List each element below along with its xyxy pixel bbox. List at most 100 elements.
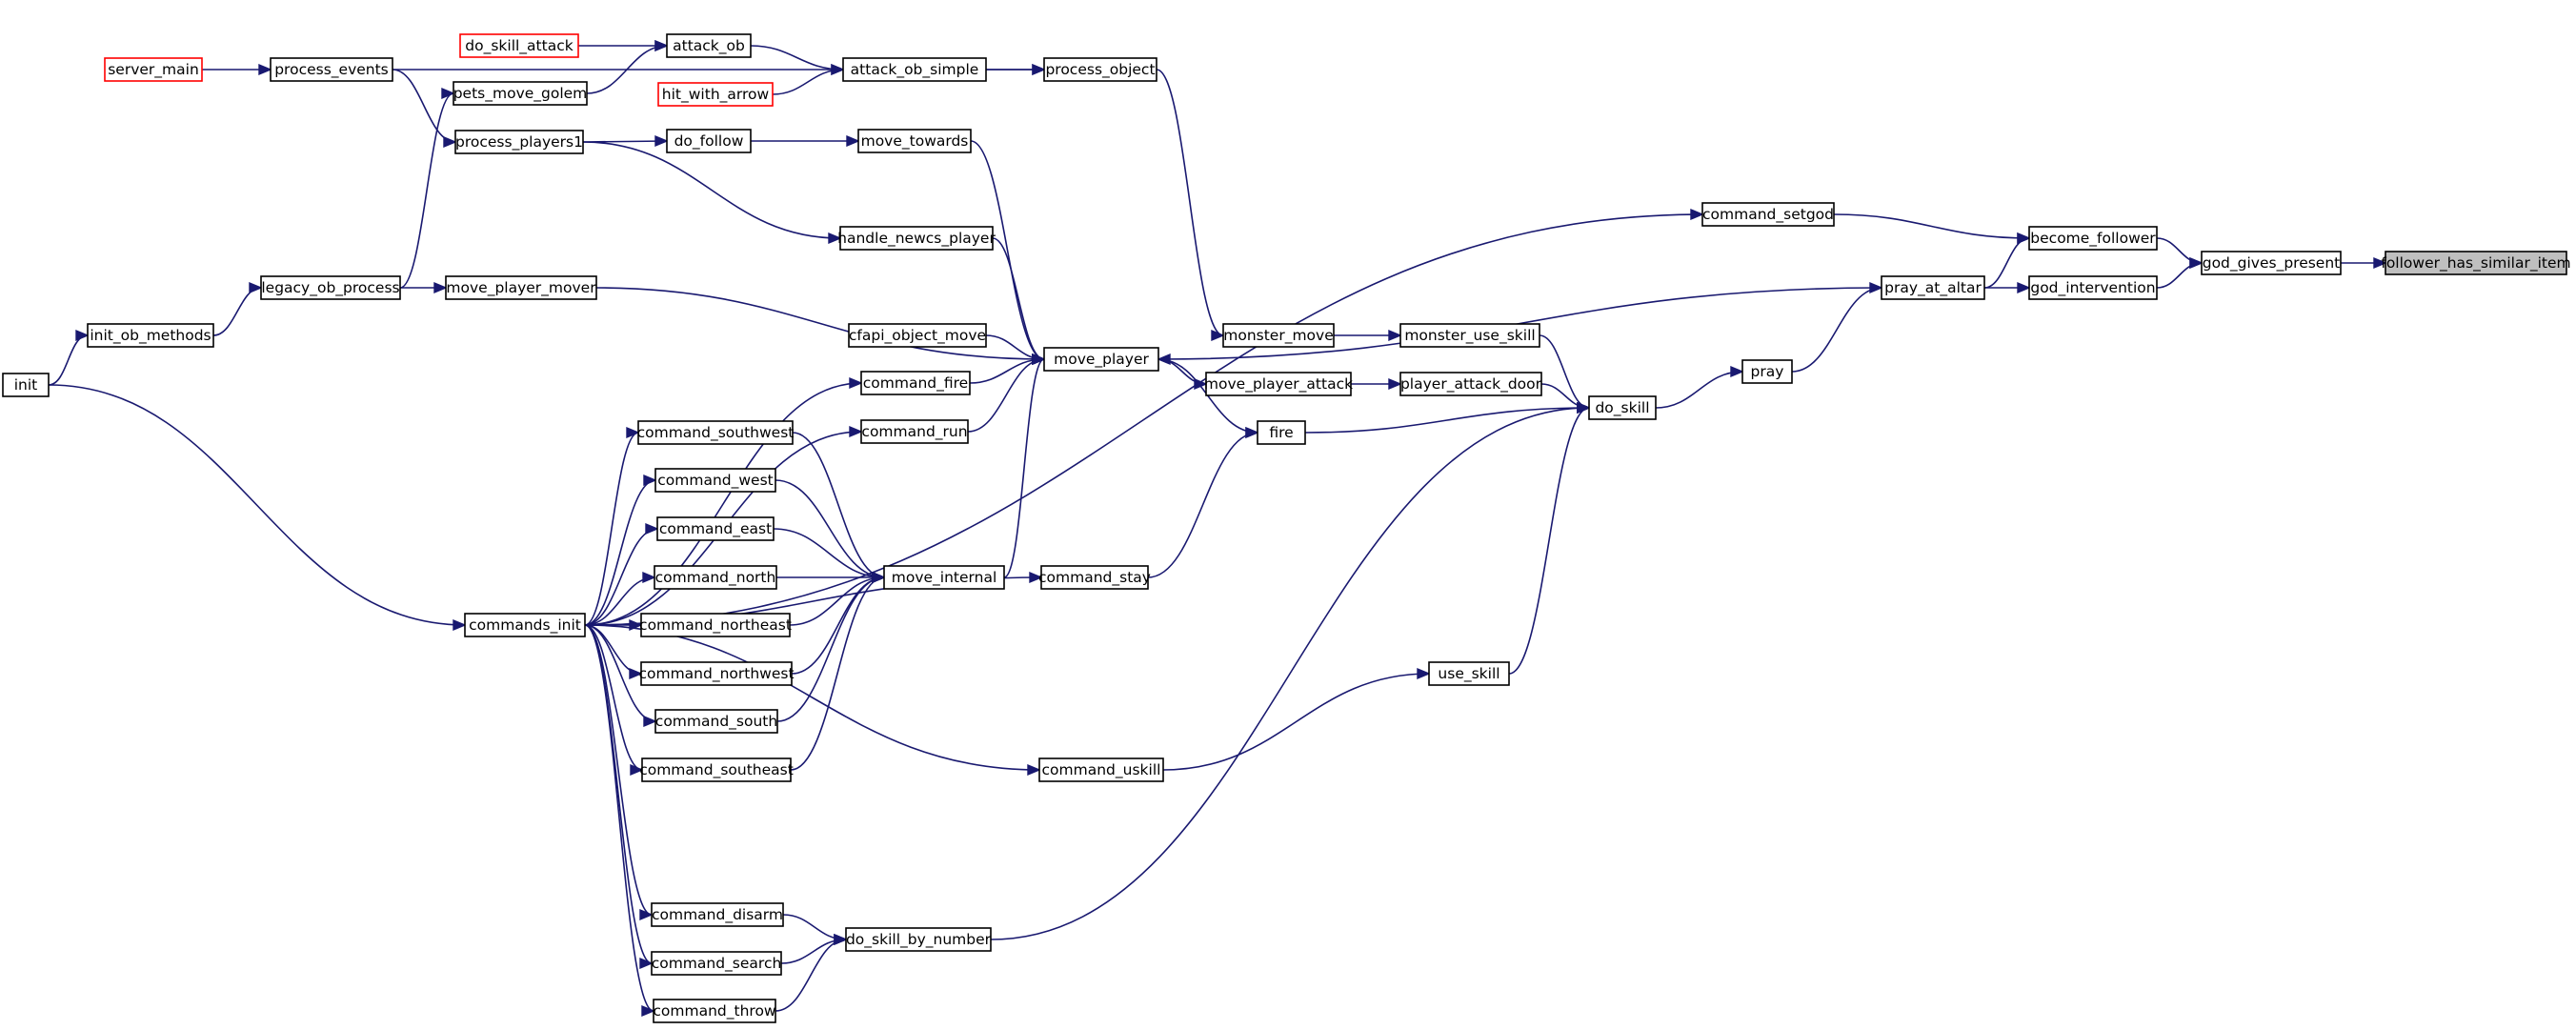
node-legacy-ob-process[interactable]: legacy_ob_process	[260, 275, 401, 300]
edge-pray-to-pray_at_altar	[1791, 281, 1883, 373]
node-cfapi-object-move[interactable]: cfapi_object_move	[848, 323, 987, 348]
node-monster-use-skill[interactable]: monster_use_skill	[1399, 323, 1540, 348]
node-do-follow[interactable]: do_follow	[666, 129, 752, 153]
edge-process_object-to-monster_move	[1156, 69, 1225, 342]
node-command-uskill[interactable]: command_uskill	[1038, 757, 1164, 782]
node-command-northeast[interactable]: command_northeast	[639, 613, 792, 637]
node-label: do_skill_attack	[465, 37, 573, 55]
edge-pray_at_altar-to-become_follower	[1983, 232, 2031, 289]
node-label: pray_at_altar	[1884, 279, 1982, 297]
node-label: command_uskill	[1042, 761, 1161, 779]
node-hit-with-arrow[interactable]: hit_with_arrow	[657, 82, 774, 107]
node-move-player[interactable]: move_player	[1043, 347, 1159, 372]
node-label: command_north	[655, 569, 776, 587]
node-command-southeast[interactable]: command_southeast	[639, 757, 794, 782]
edge-do_skill-to-pray	[1655, 365, 1744, 409]
node-command-northwest[interactable]: command_northwest	[638, 661, 795, 686]
node-label: legacy_ob_process	[261, 279, 399, 297]
edge-pets_move_golem-to-attack_ob	[586, 39, 669, 94]
node-command-west[interactable]: command_west	[654, 468, 776, 493]
node-command-stay[interactable]: command_stay	[1038, 565, 1151, 590]
node-label: hit_with_arrow	[662, 86, 770, 104]
node-label: command_run	[861, 423, 967, 441]
node-command-search[interactable]: command_search	[651, 951, 782, 976]
node-attack-ob-simple[interactable]: attack_ob_simple	[842, 57, 987, 82]
node-label: init	[14, 376, 38, 394]
node-label: pets_move_golem	[453, 85, 588, 103]
node-handle-newcs-player[interactable]: handle_newcs_player	[837, 226, 996, 251]
node-label: command_fire	[863, 374, 968, 393]
node-command-south[interactable]: command_south	[654, 709, 778, 734]
edge-commands_init-to-command_northeast	[585, 618, 643, 632]
node-label: command_southwest	[637, 424, 795, 442]
edge-monster_use_skill-to-do_skill	[1539, 334, 1591, 414]
edge-commands_init-to-command_southeast	[584, 624, 644, 777]
node-init-ob-methods[interactable]: init_ob_methods	[87, 323, 214, 348]
node-process-events[interactable]: process_events	[270, 57, 393, 82]
node-label: become_follower	[2030, 230, 2156, 248]
edge-command_throw-to-do_skill_by_number	[775, 933, 848, 1012]
node-attack-ob[interactable]: attack_ob	[666, 33, 752, 58]
node-do-skill[interactable]: do_skill	[1588, 395, 1657, 420]
node-command-throw[interactable]: command_throw	[653, 999, 776, 1023]
node-pray-at-altar[interactable]: pray_at_altar	[1881, 275, 1985, 300]
node-move-internal[interactable]: move_internal	[883, 565, 1005, 590]
node-move-player-attack[interactable]: move_player_attack	[1204, 372, 1353, 396]
node-label: player_attack_door	[1400, 375, 1542, 394]
node-label: monster_move	[1223, 327, 1334, 345]
node-monster-move[interactable]: monster_move	[1222, 323, 1335, 348]
node-label: god_gives_present	[2203, 254, 2341, 273]
edge-do_skill_attack-to-attack_ob	[578, 39, 669, 52]
node-label: commands_init	[469, 616, 581, 635]
node-fire[interactable]: fire	[1257, 420, 1306, 445]
node-command-north[interactable]: command_north	[654, 565, 777, 590]
node-label: follower_has_similar_item	[2381, 254, 2570, 273]
node-command-east[interactable]: command_east	[656, 516, 775, 541]
edge-handle_newcs_player-to-move_player	[992, 237, 1046, 366]
edge-commands_init-to-command_throw	[584, 624, 655, 1018]
node-server-main[interactable]: server_main	[104, 57, 203, 82]
node-label: command_west	[657, 472, 773, 490]
node-god-intervention[interactable]: god_intervention	[2028, 275, 2158, 300]
edge-command_uskill-to-use_skill	[1162, 667, 1431, 771]
edge-do_skill_by_number-to-do_skill	[990, 401, 1591, 940]
edge-commands_init-to-command_east	[584, 522, 659, 626]
node-use-skill[interactable]: use_skill	[1428, 661, 1510, 686]
node-label: process_players1	[455, 133, 583, 151]
node-do-skill-attack[interactable]: do_skill_attack	[459, 33, 579, 58]
node-player-attack-door[interactable]: player_attack_door	[1399, 372, 1542, 396]
node-god-gives-present[interactable]: god_gives_present	[2201, 251, 2342, 275]
node-pray[interactable]: pray	[1741, 359, 1793, 384]
node-init[interactable]: init	[2, 373, 50, 397]
edge-move_player-to-fire	[1157, 358, 1259, 439]
edge-use_skill-to-do_skill	[1508, 401, 1591, 675]
node-label: command_stay	[1038, 569, 1151, 587]
node-command-disarm[interactable]: command_disarm	[651, 902, 784, 927]
node-command-fire[interactable]: command_fire	[860, 371, 971, 395]
node-process-object[interactable]: process_object	[1043, 57, 1157, 82]
node-label: move_player	[1054, 351, 1149, 369]
node-label: process_object	[1045, 61, 1155, 79]
edge-process_players1-to-handle_newcs_player	[582, 141, 842, 245]
edge-init-to-commands_init	[48, 384, 467, 632]
node-label: command_south	[655, 713, 777, 731]
edge-command_stay-to-fire	[1147, 426, 1259, 578]
node-label: process_events	[274, 61, 389, 79]
edge-init-to-init_ob_methods	[48, 329, 90, 386]
node-commands-init[interactable]: commands_init	[464, 613, 586, 637]
node-become-follower[interactable]: become_follower	[2028, 226, 2158, 251]
node-do-skill-by-number[interactable]: do_skill_by_number	[845, 927, 992, 952]
node-command-run[interactable]: command_run	[860, 419, 969, 444]
edge-do_follow-to-move_towards	[751, 134, 860, 148]
node-label: command_northeast	[639, 616, 792, 635]
edge-move_player_attack-to-player_attack_door	[1351, 377, 1402, 391]
node-follower-has-similar-item[interactable]: follower_has_similar_item	[2381, 251, 2571, 275]
node-command-setgod[interactable]: command_setgod	[1701, 202, 1835, 227]
node-process-players1[interactable]: process_players1	[454, 130, 584, 154]
node-command-southwest[interactable]: command_southwest	[637, 420, 795, 445]
node-label: server_main	[108, 61, 199, 79]
node-pets-move-golem[interactable]: pets_move_golem	[453, 81, 588, 106]
node-move-towards[interactable]: move_towards	[857, 129, 972, 153]
node-move-player-mover[interactable]: move_player_mover	[445, 275, 597, 300]
